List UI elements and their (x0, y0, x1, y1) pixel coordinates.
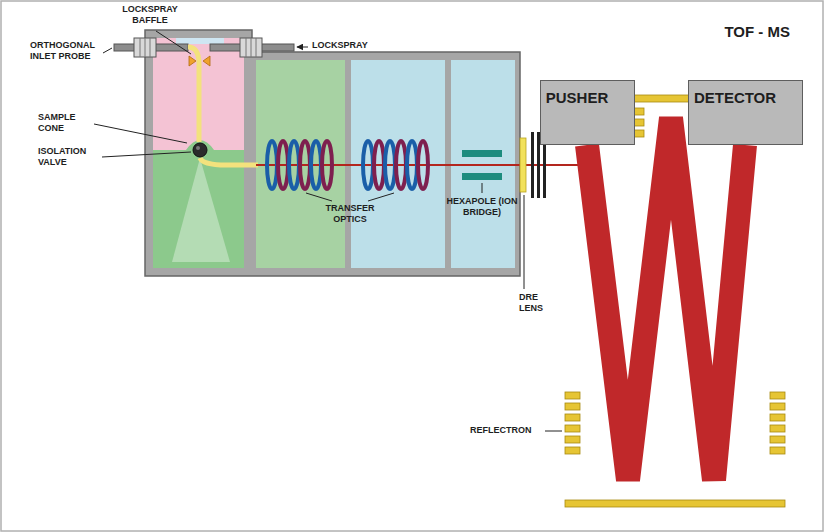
spray-stream (188, 47, 199, 142)
reflectron-plate (770, 447, 785, 454)
label-holder: LOCKSPRAY (312, 40, 384, 51)
ring-lens (311, 141, 321, 189)
fitting-ribs (246, 38, 256, 57)
isolation-valve (193, 143, 207, 157)
ring-lens (278, 141, 288, 189)
ring-lens (418, 141, 428, 189)
leader-lines (94, 31, 562, 431)
lens-plate (531, 132, 534, 198)
ring-lens (267, 141, 277, 189)
ring-lens (374, 141, 384, 189)
label-holder: HEXAPOLE (ION BRIDGE) (446, 196, 518, 218)
ring-lens (385, 141, 395, 189)
leader-line (94, 124, 187, 143)
label-holder: ORTHOGONAL INLET PROBE (30, 40, 110, 62)
part-label: HEXAPOLE (ION BRIDGE) (446, 196, 518, 218)
pusher-box: PUSHER (540, 80, 635, 145)
leader-line (306, 193, 332, 201)
part-label: REFLECTRON (470, 425, 544, 436)
label-holder: DRE LENS (519, 292, 548, 314)
reflectron-plate (565, 425, 580, 432)
inlet-probe-fitting (134, 38, 156, 57)
label-holder: ISOLATION VALVE (38, 146, 104, 168)
reflectron-plate (565, 447, 580, 454)
reflectron-plate (770, 403, 785, 410)
valve-highlight (196, 146, 200, 150)
reflectron-plate (565, 392, 580, 399)
reflectron-plate (770, 392, 785, 399)
tof-housing (518, 45, 810, 526)
reflectron-plate (565, 414, 580, 421)
part-label: DRE LENS (519, 292, 548, 314)
tof-flight-tube (526, 53, 802, 518)
transfer-optics-rings (267, 141, 428, 189)
instrument-heading: TOF - MS (518, 20, 810, 41)
component-name: PUSHER (546, 86, 629, 107)
component-name: DETECTOR (694, 86, 796, 107)
source-housing (145, 30, 520, 276)
leader-line (482, 183, 483, 193)
part-label: LOCKSPRAY (312, 40, 384, 51)
spray-plume (172, 158, 230, 262)
part-label: SAMPLE CONE (38, 112, 98, 134)
reflectron-stack (565, 392, 785, 507)
label-holder: LOCKSPRAY BAFFLE (110, 4, 190, 26)
source-chamber (153, 38, 244, 150)
leader-line (102, 152, 191, 157)
dre-lens (520, 138, 526, 192)
reflectron-plate (565, 436, 580, 443)
leader-arrow (297, 47, 308, 48)
lockspray-fitting (240, 38, 262, 57)
label-holder: TRANSFER OPTICS (310, 203, 390, 225)
ion-stream (200, 158, 258, 165)
label-holder: REFLECTRON (470, 425, 544, 436)
leader-line (524, 195, 525, 289)
ion-flight-path (587, 118, 745, 480)
ring-lens (396, 141, 406, 189)
tof-chamber: TOF - MS PUSHER DETECTOR (518, 20, 810, 526)
lockspray-baffle (189, 56, 196, 66)
source-window (176, 38, 224, 44)
ring-lens (322, 141, 332, 189)
part-label: TRANSFER OPTICS (310, 203, 390, 225)
reflectron-plate (770, 425, 785, 432)
ring-lens (300, 141, 310, 189)
hexapole-rod (462, 150, 502, 157)
reflectron-plate (770, 414, 785, 421)
part-label: ORTHOGONAL INLET PROBE (30, 40, 110, 62)
leader-line (103, 48, 112, 53)
part-label: LOCKSPRAY BAFFLE (110, 4, 190, 26)
hexapole-rod (462, 173, 502, 180)
lockspray-baffle (203, 56, 210, 66)
label-holder: SAMPLE CONE (38, 112, 98, 134)
reflectron-back-plate (565, 500, 785, 507)
ring-lens (363, 141, 373, 189)
detector-box: DETECTOR (688, 80, 803, 145)
fitting-ribs (140, 38, 150, 57)
leader-line (156, 31, 191, 54)
leader-line (545, 431, 562, 432)
reflectron-plate (770, 436, 785, 443)
leader-line (368, 193, 394, 201)
reflectron-plate (565, 403, 580, 410)
ring-lens (407, 141, 417, 189)
part-label: ISOLATION VALVE (38, 146, 104, 168)
ring-lens (289, 141, 299, 189)
